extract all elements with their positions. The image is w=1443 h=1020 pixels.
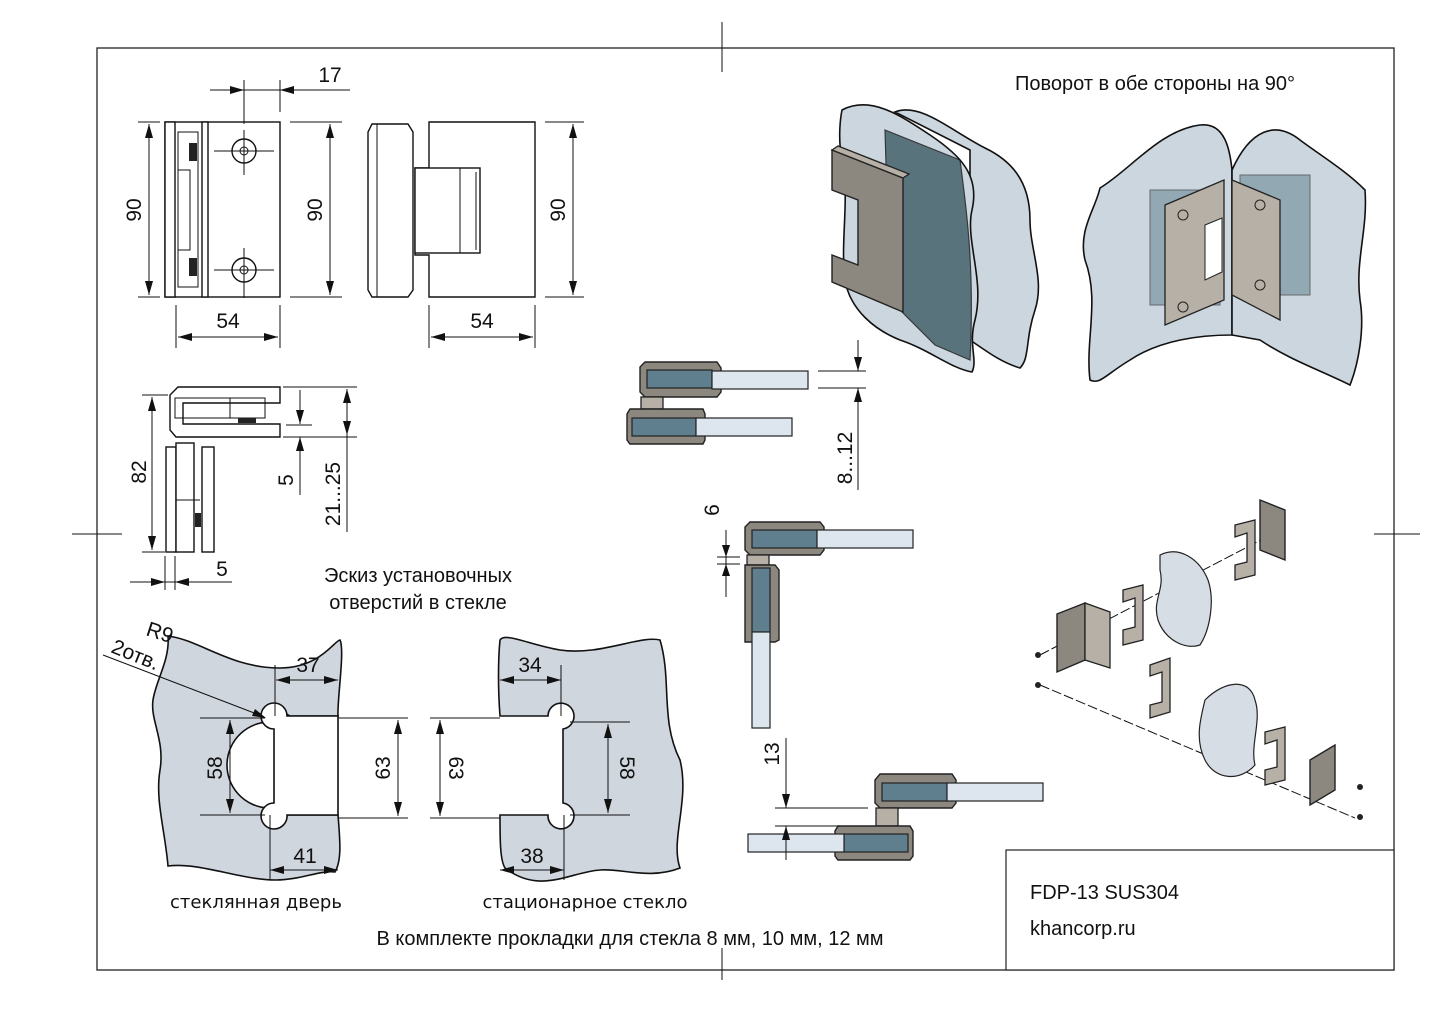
- dim-front-width: 54: [175, 305, 281, 348]
- dim-front-height: 90: [123, 121, 160, 298]
- dim-glass-thickness: 8...12: [818, 340, 866, 490]
- dim-section-range: 21...25: [283, 386, 357, 532]
- top-view-closed: [626, 361, 809, 445]
- svg-text:54: 54: [470, 310, 494, 333]
- door-glass-label: стеклянная дверь: [170, 892, 342, 913]
- svg-text:6: 6: [701, 504, 724, 516]
- door-bottom-dim: 41: [293, 845, 316, 868]
- door-top-dim: 37: [296, 654, 319, 677]
- fixed-glass-shape: [497, 636, 684, 882]
- dim-front-height-right: 90: [290, 121, 342, 298]
- svg-text:54: 54: [216, 310, 240, 333]
- rotation-note: Поворот в обе стороны на 90°: [1015, 73, 1295, 95]
- hinge-side-view: [367, 121, 536, 298]
- dim-section-height: 82: [128, 394, 168, 553]
- model-label: FDP-13 SUS304: [1030, 882, 1179, 904]
- top-view-180: [747, 773, 1044, 861]
- website-label: khancorp.ru: [1030, 918, 1136, 940]
- isometric-closed-view: [830, 104, 1040, 373]
- svg-text:21...25: 21...25: [322, 462, 345, 526]
- fixed-cutout-dim: 63: [444, 756, 467, 779]
- isometric-open-view: [1082, 124, 1367, 387]
- svg-text:13: 13: [761, 742, 784, 765]
- svg-text:5: 5: [216, 558, 228, 581]
- dim-offset-6: 6: [701, 504, 740, 597]
- holes-sketch-title-2: отверстий в стекле: [329, 592, 507, 614]
- svg-text:8...12: 8...12: [834, 432, 857, 485]
- svg-text:90: 90: [123, 198, 146, 221]
- svg-text:5: 5: [275, 474, 298, 486]
- top-view-90: [744, 521, 914, 729]
- fixed-bottom-dim: 38: [520, 845, 543, 868]
- hinge-front-view: [164, 121, 281, 298]
- exploded-assembly-view: [1035, 498, 1363, 820]
- dim-section-glass-gap: 5: [130, 556, 232, 590]
- svg-text:90: 90: [547, 198, 570, 221]
- dim-side-width: 54: [428, 305, 536, 348]
- fixed-spacing-dim: 58: [615, 756, 638, 779]
- title-block: [1005, 849, 1395, 971]
- holes-sketch-title-1: Эскиз установочных: [324, 565, 512, 587]
- kit-note: В комплекте прокладки для стекла 8 мм, 1…: [376, 928, 883, 950]
- svg-text:90: 90: [304, 198, 327, 221]
- hinge-section-view: [165, 386, 281, 553]
- fixed-top-dim: 34: [518, 654, 542, 677]
- door-cutout-dim: 63: [372, 756, 395, 779]
- dim-screw-offset: 17: [210, 64, 350, 124]
- svg-text:82: 82: [128, 460, 151, 483]
- dim-offset-13: 13: [761, 738, 868, 860]
- svg-text:17: 17: [318, 64, 341, 87]
- drawing-frame: [96, 47, 1395, 971]
- dim-section-gap: 5: [275, 390, 312, 495]
- door-spacing-dim: 58: [204, 756, 227, 779]
- dim-side-height: 90: [545, 121, 584, 298]
- door-cutout: [260, 702, 339, 830]
- fixed-glass-label: стационарное стекло: [482, 892, 687, 913]
